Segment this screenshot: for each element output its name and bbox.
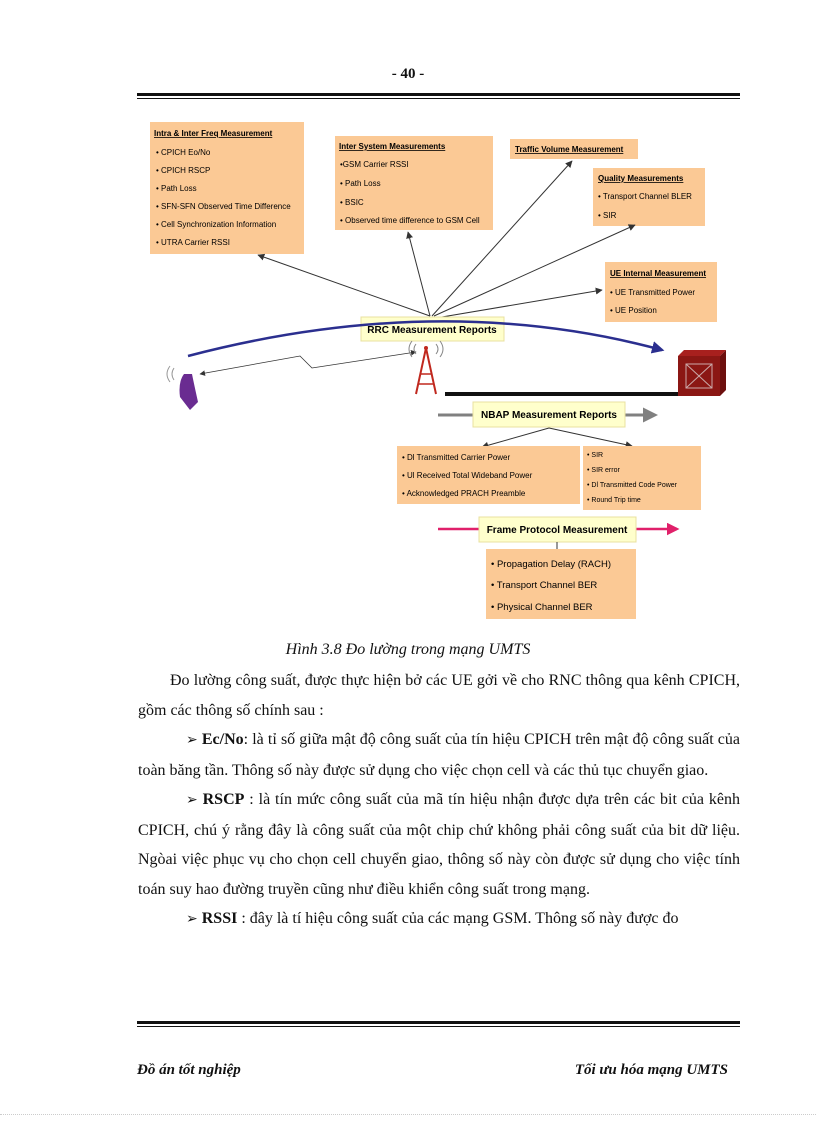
page-edge-dotted-line <box>0 1114 816 1115</box>
inter-system-item: • Observed time difference to GSM Cell <box>340 216 480 225</box>
inter-system-item: •GSM Carrier RSSI <box>340 160 409 169</box>
intra-inter-item: • Path Loss <box>156 184 197 193</box>
bullet-rscp: ➢ RSCP : là tín mức công suất của mã tín… <box>138 785 740 904</box>
frame-protocol-label: Frame Protocol Measurement <box>478 516 637 543</box>
footer-right: Tối ưu hóa mạng UMTS <box>574 1062 728 1078</box>
quality-title: Quality Measurements <box>598 174 684 183</box>
ue-internal-title: UE Internal Measurement <box>610 269 706 278</box>
bullet-ecno: ➢ Ec/No: là tỉ số giữa mật độ công suất … <box>138 725 740 785</box>
inter-system-box: Inter System Measurements •GSM Carrier R… <box>335 136 493 230</box>
radio-link-arrow <box>199 349 417 376</box>
ue-internal-item: • UE Transmitted Power <box>610 288 695 297</box>
inter-system-item: • Path Loss <box>340 179 381 188</box>
nbap-left-item: • Dl Transmitted Carrier Power <box>402 453 510 462</box>
nbap-right-item: • SIR <box>587 452 603 459</box>
bullet-rssi: ➢ RSSI : đây là tí hiệu công suất của cá… <box>138 904 740 935</box>
nbap-left-item: • Acknowledged PRACH Preamble <box>402 489 526 498</box>
intra-inter-title: Intra & Inter Freq Measurement <box>154 129 273 138</box>
bullet-arrow-icon: ➢ <box>186 732 198 748</box>
text-rscp: : là tín mức công suất của mã tín hiệu n… <box>138 791 740 898</box>
inter-system-title: Inter System Measurements <box>339 142 446 151</box>
rnc-icon <box>678 350 726 396</box>
traffic-volume-title: Traffic Volume Measurement <box>515 145 624 154</box>
frame-protocol-box: • Propagation Delay (RACH) • Transport C… <box>486 549 636 619</box>
intra-inter-item: • SFN-SFN Observed Time Difference <box>156 202 291 211</box>
text-rssi: : đây là tí hiệu công suất của các mạng … <box>237 910 679 927</box>
rrc-reports-text: RRC Measurement Reports <box>367 325 497 336</box>
frame-protocol-text: Frame Protocol Measurement <box>487 525 628 536</box>
quality-box: Quality Measurements • Transport Channel… <box>593 168 705 226</box>
rrc-report-arrows <box>257 160 636 319</box>
rrc-reports-label: RRC Measurement Reports <box>360 316 505 342</box>
nbap-reports-text: NBAP Measurement Reports <box>481 410 617 421</box>
inter-system-item: • BSIC <box>340 198 364 207</box>
intro-paragraph: Đo lường công suất, được thực hiện bở cá… <box>138 672 740 719</box>
rrc-measurement-diagram: Intra & Inter Freq Measurement • CPICH E… <box>150 122 726 619</box>
ue-internal-item: • UE Position <box>610 306 657 315</box>
ue-internal-box: UE Internal Measurement • UE Transmitted… <box>605 262 717 322</box>
nbap-branch-arrows <box>481 427 633 449</box>
rrc-flow-arrow <box>187 320 665 358</box>
nbap-right-box: • SIR • SIR error • Dl Transmitted Code … <box>583 446 701 510</box>
nbap-left-item: • Ul Received Total Wideband Power <box>402 471 533 480</box>
term-rscp: RSCP <box>202 791 245 808</box>
nbap-right-item: • Dl Transmitted Code Power <box>587 482 678 489</box>
phone-icon <box>166 365 198 410</box>
footer-rule <box>137 1021 740 1027</box>
footer-left: Đồ án tốt nghiệp <box>137 1062 241 1078</box>
nbap-left-box: • Dl Transmitted Carrier Power • Ul Rece… <box>397 446 580 504</box>
header-rule <box>137 93 740 99</box>
quality-item: • Transport Channel BLER <box>598 192 692 201</box>
traffic-volume-box: Traffic Volume Measurement <box>510 139 638 159</box>
text-ecno: : là tỉ số giữa mật độ công suất của tín… <box>138 731 741 779</box>
figure-caption: Hình 3.8 Đo lường trong mạng UMTS <box>285 641 531 658</box>
nbap-reports-label: NBAP Measurement Reports <box>472 401 626 428</box>
nbap-right-item: • SIR error <box>587 467 620 474</box>
term-rssi: RSSI <box>201 910 238 927</box>
intra-inter-box: Intra & Inter Freq Measurement • CPICH E… <box>150 122 304 254</box>
frame-protocol-item: • Physical Channel BER <box>491 602 593 613</box>
intra-inter-item: • Cell Synchronization Information <box>156 220 276 229</box>
term-ecno: Ec/No <box>201 731 244 748</box>
nbap-right-item: • Round Trip time <box>587 497 641 504</box>
quality-item: • SIR <box>598 211 617 220</box>
frame-protocol-item: • Transport Channel BER <box>491 580 597 591</box>
frame-protocol-item: • Propagation Delay (RACH) <box>491 559 611 570</box>
bullet-arrow-icon: ➢ <box>186 911 198 927</box>
tower-icon <box>408 340 444 395</box>
intra-inter-item: • CPICH RSCP <box>156 166 210 175</box>
bullet-arrow-icon: ➢ <box>186 792 198 808</box>
body-text: Đo lường công suất, được thực hiện bở cá… <box>138 666 740 935</box>
intra-inter-item: • CPICH Eo/No <box>156 148 211 157</box>
page-number: - 40 - <box>391 66 425 82</box>
intra-inter-item: • UTRA Carrier RSSI <box>156 238 230 247</box>
